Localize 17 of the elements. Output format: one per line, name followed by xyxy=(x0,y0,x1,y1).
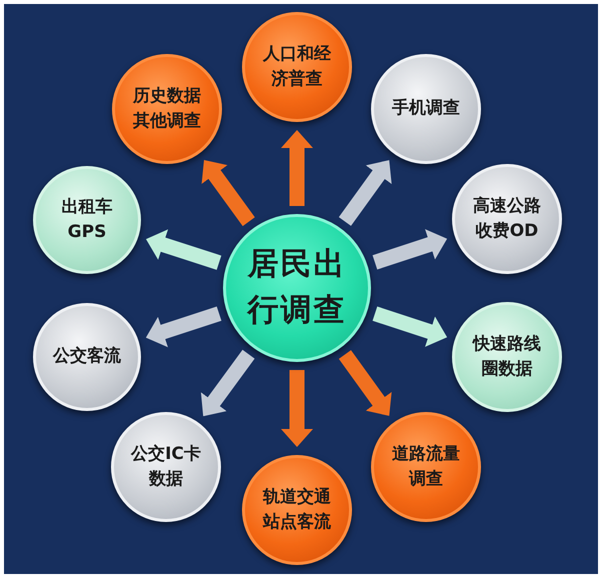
node-label: 人口和经济普查 xyxy=(262,42,332,91)
node-label: 手机调查 xyxy=(391,97,461,120)
node-label: 快速路线圈数据 xyxy=(471,332,542,381)
node-label: 道路流量调查 xyxy=(391,442,461,491)
node-label: 居民出行调查 xyxy=(246,245,348,330)
node-label: 出租车GPS xyxy=(60,196,114,244)
node-label: 轨道交通站点客流 xyxy=(262,486,332,534)
block-arrow xyxy=(144,229,222,270)
node-label: 历史数据其他调查 xyxy=(132,84,202,133)
block-arrow xyxy=(144,306,222,348)
block-arrow xyxy=(372,229,450,270)
block-arrow xyxy=(281,370,313,447)
block-arrow xyxy=(372,306,450,347)
block-arrow xyxy=(281,130,313,206)
node-label: 公交客流 xyxy=(52,345,122,368)
node-label: 高速公路收费OD xyxy=(472,194,542,243)
node-label: 公交IC卡数据 xyxy=(130,442,202,491)
